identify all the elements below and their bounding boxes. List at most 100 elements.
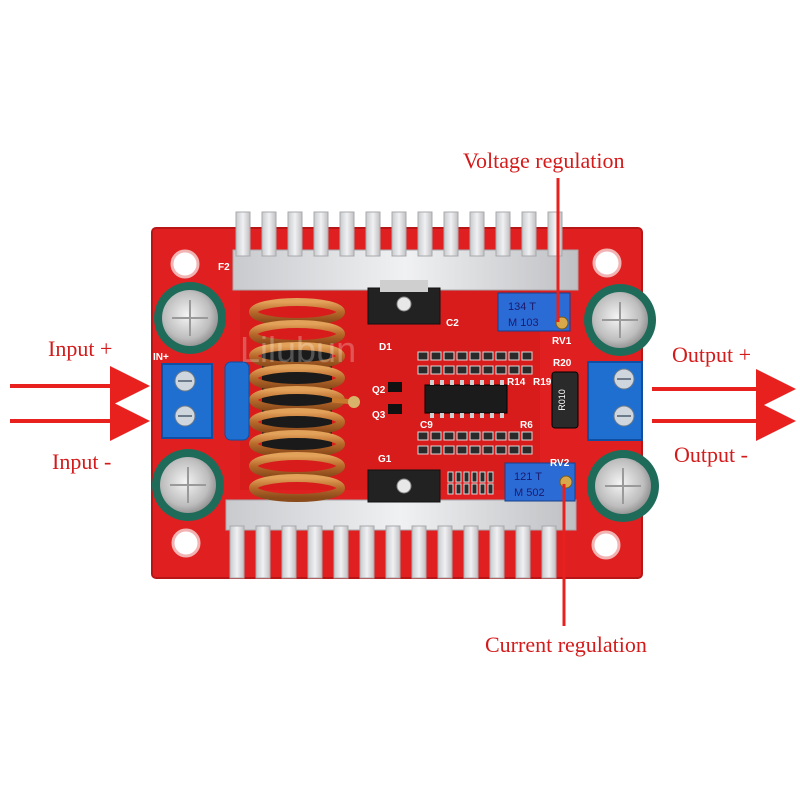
smd-resistor [482, 431, 494, 441]
watermark: Lilubun [240, 329, 356, 370]
smd-resistor [471, 471, 478, 483]
voltage-pot-marking-2: M 103 [508, 317, 539, 329]
smd-resistor [443, 445, 455, 455]
ic-pin [430, 413, 434, 418]
mounting-hole-tr [592, 248, 622, 278]
ic-pin [450, 380, 454, 385]
heatsink-fin [443, 211, 459, 257]
input-terminal-block [161, 363, 213, 439]
smd-resistor [508, 351, 520, 361]
heatsink-fin [385, 525, 401, 579]
transistor-q3 [388, 404, 402, 414]
smd-resistor [508, 445, 520, 455]
shunt-resistor-label: R010 [557, 389, 567, 411]
shunt-resistor: R010 [551, 371, 579, 429]
smd-resistor [469, 351, 481, 361]
mounting-hole-bl [171, 528, 201, 558]
label-output-plus: Output + [672, 342, 751, 367]
mosfet-top [367, 280, 441, 325]
ic-pin [470, 413, 474, 418]
current-potentiometer[interactable]: 121 T M 502 [504, 462, 576, 502]
output-terminal-block [587, 361, 643, 441]
smd-resistor [456, 431, 468, 441]
smd-resistor [469, 431, 481, 441]
smd-resistor [521, 445, 533, 455]
mounting-hole-tl [170, 249, 200, 279]
ic-pin [450, 413, 454, 418]
smd-resistor [471, 483, 478, 495]
current-adjust-screw[interactable] [559, 475, 573, 489]
label-input-plus: Input + [48, 336, 112, 361]
smd-resistor [495, 365, 507, 375]
capacitor-output-bottom [587, 450, 659, 522]
mosfet-bottom [367, 469, 441, 503]
heatsink-fin [313, 211, 329, 257]
silk-r19: R19 [533, 377, 552, 388]
coil-turn [249, 474, 345, 502]
smd-resistor [456, 445, 468, 455]
capacitor-input-top [154, 282, 226, 354]
smd-resistor [487, 483, 494, 495]
smd-resistor [495, 431, 507, 441]
smd-resistor [479, 483, 486, 495]
ic-pin [460, 413, 464, 418]
ic-pin [460, 380, 464, 385]
smd-resistor [469, 365, 481, 375]
heatsink-fin [281, 525, 297, 579]
heatsink-fin [521, 211, 537, 257]
smd-resistor [455, 483, 462, 495]
smd-resistor [430, 365, 442, 375]
silk-r6: R6 [520, 420, 533, 431]
smd-resistor [456, 365, 468, 375]
silk-r14: R14 [507, 377, 526, 388]
smd-resistor [443, 351, 455, 361]
silk-in-plus: IN+ [153, 352, 169, 363]
smd-resistor [495, 445, 507, 455]
silk-c2: C2 [446, 318, 459, 329]
heatsink-fin [235, 211, 251, 257]
ic-pin [490, 413, 494, 418]
current-pot-marking-1: 121 T [514, 471, 542, 483]
ic-pin [500, 413, 504, 418]
ic-pin [500, 380, 504, 385]
heatsink-fin [489, 525, 505, 579]
heatsink-fin [411, 525, 427, 579]
heatsink-fin [541, 525, 557, 579]
smd-resistor [521, 431, 533, 441]
smd-resistor [417, 351, 429, 361]
silk-rv1: RV1 [552, 336, 572, 347]
smd-resistor [463, 483, 470, 495]
silk-g1: G1 [378, 454, 392, 465]
voltage-pot-marking-1: 134 T [508, 301, 536, 313]
smd-resistor [521, 365, 533, 375]
heatsink-fin [515, 525, 531, 579]
capacitor-output-top [584, 284, 656, 356]
heatsink-fin [359, 525, 375, 579]
heatsink-fin [437, 525, 453, 579]
heatsink-fin [261, 211, 277, 257]
heatsink-fin [495, 211, 511, 257]
heatsink-fin [307, 525, 323, 579]
thermal-fuse [224, 361, 250, 441]
heatsink-fin [255, 525, 271, 579]
control-ic [424, 380, 508, 418]
current-pot-marking-2: M 502 [514, 487, 545, 499]
silk-r20: R20 [553, 358, 572, 369]
heatsink-fin [339, 211, 355, 257]
heatsink-fin [469, 211, 485, 257]
silk-q2: Q2 [372, 385, 386, 396]
smd-resistor [417, 445, 429, 455]
ic-pin [470, 380, 474, 385]
heatsink-fin [365, 211, 381, 257]
silk-c9: C9 [420, 420, 433, 431]
silk-d1: D1 [379, 342, 392, 353]
label-voltage-regulation: Voltage regulation [463, 148, 625, 173]
smd-resistor [443, 365, 455, 375]
heatsink-fin [547, 211, 563, 257]
smd-resistor [469, 445, 481, 455]
smd-resistor [417, 365, 429, 375]
smd-resistor [447, 483, 454, 495]
silk-rv2: RV2 [550, 458, 570, 469]
smd-resistor [417, 431, 429, 441]
